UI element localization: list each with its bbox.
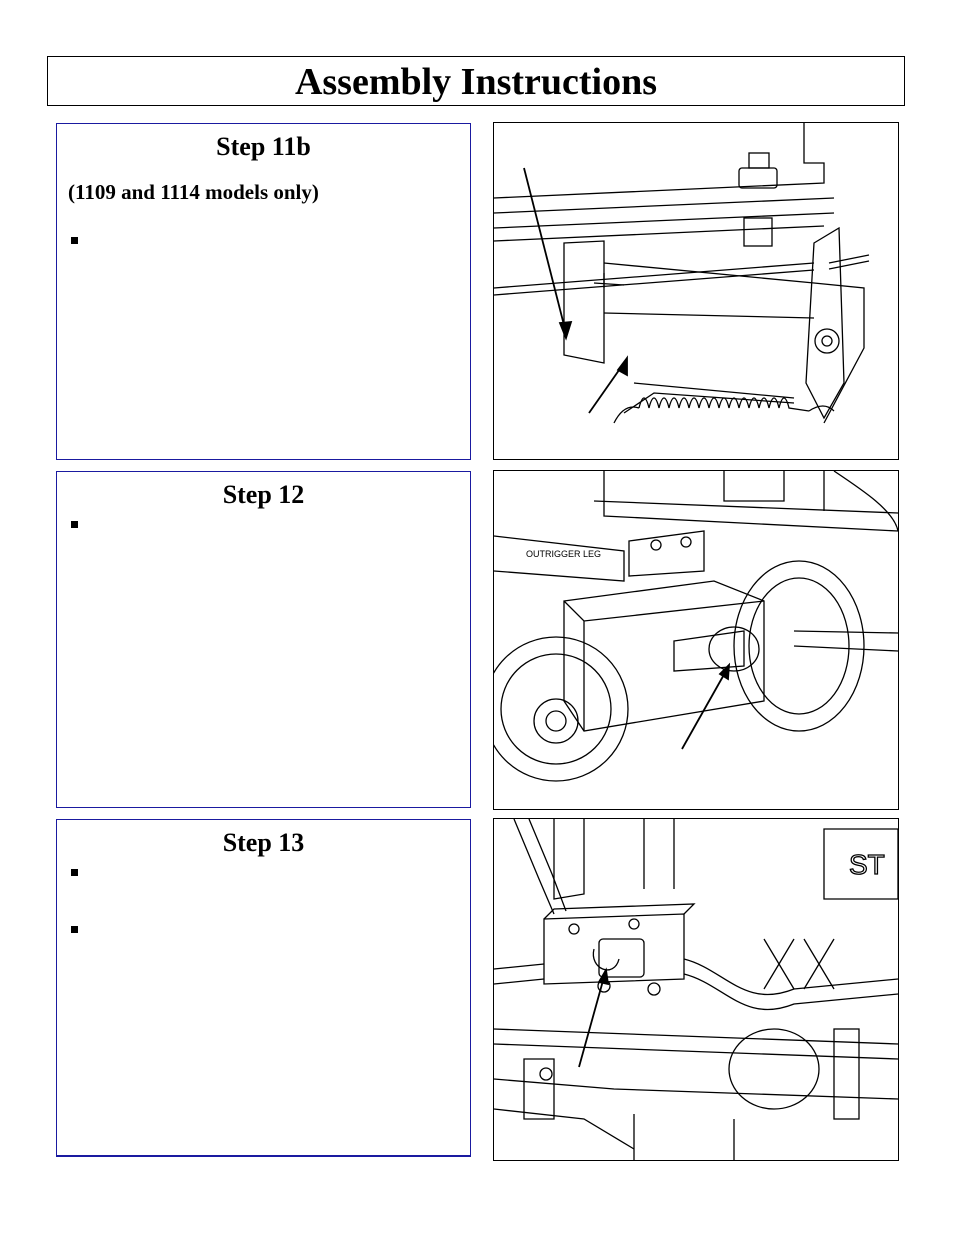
step-subtitle: (1109 and 1114 models only)	[68, 180, 319, 204]
bullet-icon	[71, 926, 78, 933]
figure-step-12: OUTRIGGER LEG	[493, 470, 899, 810]
step-12-panel: Step 12	[56, 471, 471, 808]
step-title: Step 13	[222, 828, 305, 857]
bullet-icon	[71, 237, 78, 244]
valve-assembly-diagram-icon: ST	[494, 819, 898, 1160]
step-title: Step 11b	[216, 132, 311, 161]
bullet-icon	[71, 521, 78, 528]
bullet-icon	[71, 869, 78, 876]
header-box: Assembly Instructions	[47, 56, 905, 106]
figure-step-11b	[493, 122, 899, 460]
bracket-spring-diagram-icon	[494, 123, 870, 424]
divider	[56, 1155, 471, 1157]
wheel-axle-diagram-icon: OUTRIGGER LEG	[494, 471, 898, 782]
figure-step-13: ST	[493, 818, 899, 1161]
outrigger-label: OUTRIGGER LEG	[526, 549, 601, 559]
step-11b-panel: Step 11b (1109 and 1114 models only)	[56, 123, 471, 460]
page-title: Assembly Instructions	[294, 61, 658, 103]
step-title: Step 12	[222, 480, 305, 509]
step-13-panel: Step 13	[56, 819, 471, 1156]
svg-text:ST: ST	[849, 849, 885, 880]
